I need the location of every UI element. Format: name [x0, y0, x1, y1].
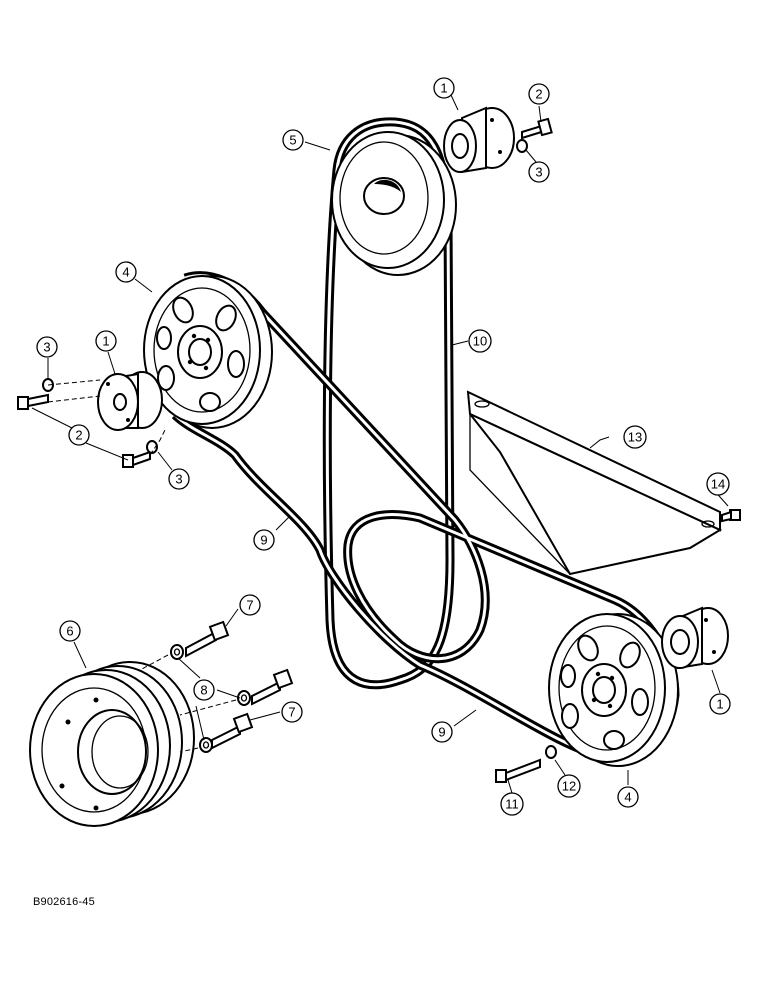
callout-3-left-lower: 3: [168, 468, 190, 490]
svg-text:6: 6: [66, 624, 73, 639]
svg-text:10: 10: [473, 334, 487, 349]
pulley-4-upper: [143, 275, 273, 429]
bolt-2-left-upper: [17, 393, 49, 410]
callout-3-left-upper: 3: [36, 336, 58, 358]
callout-4-lower: 4: [617, 786, 639, 808]
callout-6: 6: [59, 620, 81, 642]
screw-14: [721, 509, 741, 523]
bolt-11: [495, 758, 541, 783]
callout-7-lower: 7: [281, 701, 303, 723]
svg-text:2: 2: [75, 428, 82, 443]
bolt-7-middle: [251, 668, 294, 706]
svg-text:3: 3: [175, 472, 182, 487]
washer-8-lower: [199, 737, 213, 753]
svg-text:9: 9: [260, 533, 267, 548]
nut-3-left-lower: [146, 440, 158, 454]
callout-8: 8: [193, 679, 215, 701]
bracket-13: [466, 390, 723, 576]
hub-1-left: [97, 371, 163, 431]
pulley-4-lower: [548, 613, 679, 767]
callout-11: 11: [500, 792, 524, 816]
svg-text:7: 7: [246, 598, 253, 613]
callout-2-left: 2: [68, 424, 90, 446]
callout-1-left: 1: [95, 330, 117, 352]
callout-1-right: 1: [709, 693, 731, 715]
callout-4-upper: 4: [115, 261, 137, 283]
svg-text:1: 1: [102, 334, 109, 349]
svg-text:2: 2: [535, 87, 542, 102]
bolt-7-upper: [185, 620, 230, 658]
callout-14: 14: [706, 472, 730, 496]
svg-text:14: 14: [711, 477, 725, 492]
hub-1-right: [661, 606, 729, 670]
svg-text:13: 13: [628, 430, 642, 445]
svg-text:1: 1: [716, 697, 723, 712]
pulley-6: [29, 661, 195, 827]
callout-3-top: 3: [528, 161, 550, 183]
washer-8-upper: [170, 644, 184, 660]
callout-2-top: 2: [528, 83, 550, 105]
callout-13: 13: [623, 425, 647, 449]
svg-text:8: 8: [200, 683, 207, 698]
svg-text:9: 9: [438, 725, 445, 740]
svg-text:1: 1: [440, 81, 447, 96]
svg-text:4: 4: [122, 265, 129, 280]
callout-9-right: 9: [431, 721, 453, 743]
figure-reference-code: B902616-45: [33, 896, 95, 908]
hub-1-top: [443, 106, 515, 174]
nut-12: [545, 745, 557, 759]
assembly-line-left-hub: [47, 379, 166, 456]
bolt-7-lower: [211, 712, 254, 750]
svg-text:11: 11: [505, 797, 519, 812]
bolt-2-left-lower: [122, 450, 151, 468]
svg-text:3: 3: [535, 165, 542, 180]
callout-1-top: 1: [433, 77, 455, 99]
svg-text:5: 5: [289, 133, 296, 148]
pulley-5: [331, 131, 457, 276]
washer-8-middle: [237, 690, 251, 706]
callout-5: 5: [282, 129, 304, 151]
svg-text:12: 12: [562, 779, 576, 794]
callout-9-left: 9: [253, 529, 275, 551]
svg-text:3: 3: [43, 340, 50, 355]
svg-text:4: 4: [624, 790, 631, 805]
belt-10: [322, 117, 455, 690]
callout-7-upper: 7: [239, 594, 261, 616]
callout-12: 12: [557, 774, 581, 798]
assembly-line-pulley-6: [139, 654, 237, 753]
callout-10: 10: [468, 329, 492, 353]
nut-3-top: [516, 139, 528, 153]
svg-text:7: 7: [288, 705, 295, 720]
bolt-2-top: [521, 117, 553, 140]
